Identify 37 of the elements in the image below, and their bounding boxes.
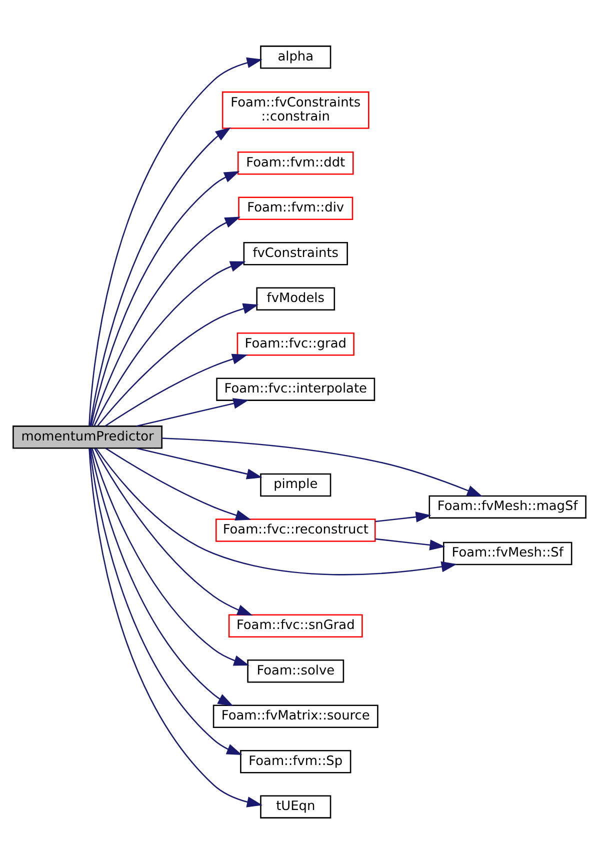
arrow (136, 448, 262, 480)
arrow (90, 171, 240, 426)
arrow (104, 354, 248, 427)
arrow (92, 216, 241, 426)
node-box: Foam::fvc::snGrad (228, 614, 363, 638)
node-box: Foam::fvc::reconstruct (215, 518, 376, 542)
arrow (94, 448, 253, 616)
node-box: Foam::fvMesh::Sf (442, 542, 572, 566)
node-box: Foam::fvConstraints ::constrain (222, 91, 370, 129)
node-box: Foam::fvm::div (238, 196, 354, 220)
node-box: fvModels (256, 287, 336, 310)
arrow (136, 398, 249, 427)
node-box: pimple (260, 473, 332, 497)
arrow (105, 448, 252, 520)
arrow (90, 448, 234, 706)
node-box: Foam::fvMesh::magSf (428, 495, 586, 519)
arrow (91, 448, 250, 666)
arrow (94, 261, 246, 426)
arrow (88, 448, 263, 808)
node-box: Foam::fvm::ddt (237, 152, 354, 175)
node-box: fvConstraints (243, 242, 348, 266)
arrow (88, 57, 262, 426)
arrow (375, 512, 432, 522)
arrow (89, 448, 242, 756)
node-box: alpha (260, 46, 332, 69)
arrow (97, 303, 259, 426)
node-box: Foam::fvm::Sp (240, 750, 352, 774)
node-box: momentumPredictor (12, 426, 162, 449)
arrow (96, 448, 457, 576)
node-box: Foam::solve (247, 659, 344, 683)
node-box: tUEqn (260, 795, 332, 818)
node-box: Foam::fvc::interpolate (216, 378, 376, 401)
arrow (162, 438, 483, 497)
node-box: Foam::fvMatrix::source (212, 704, 378, 728)
node-box: Foam::fvc::grad (236, 332, 354, 356)
arrow (375, 538, 446, 550)
arrow (90, 127, 231, 426)
